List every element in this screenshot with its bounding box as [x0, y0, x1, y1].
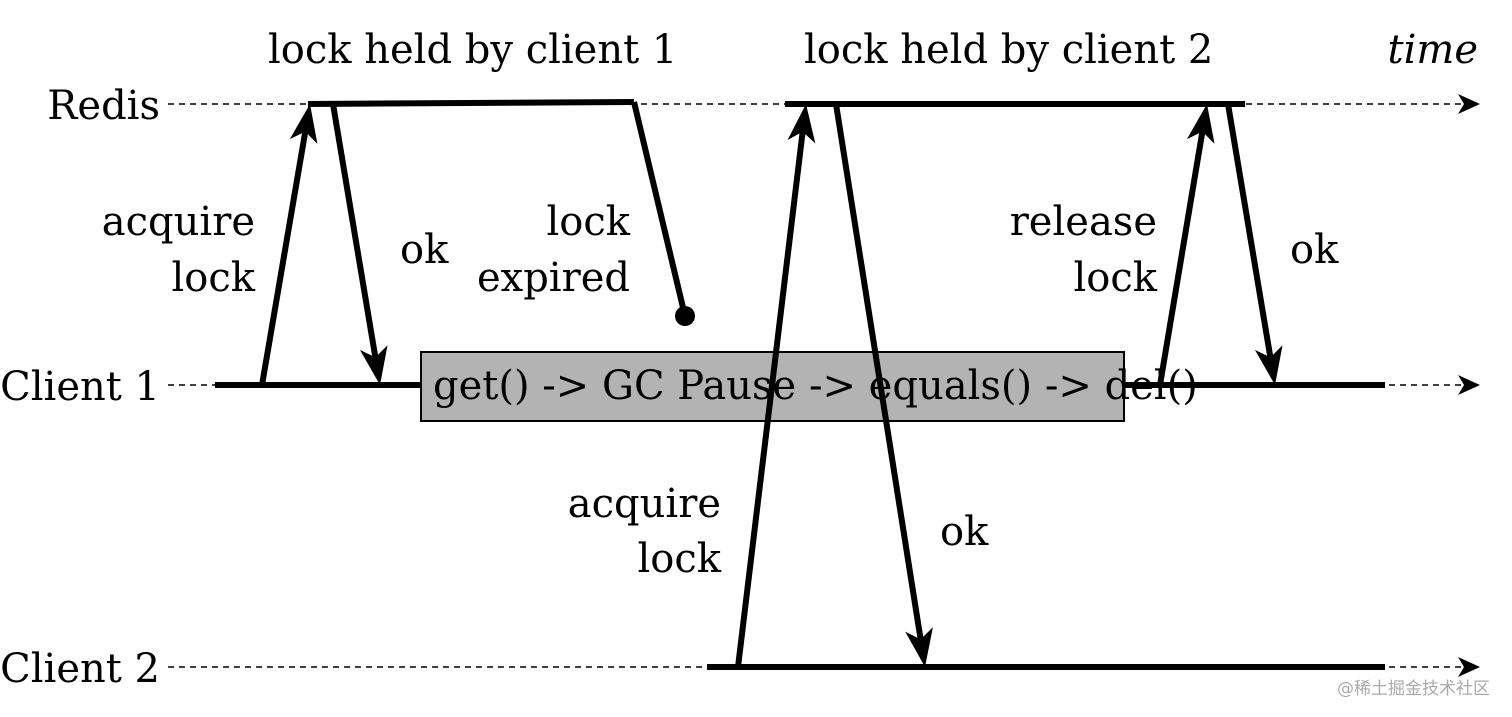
- acquire1-label: lock: [171, 255, 255, 301]
- release-label: release: [1010, 199, 1157, 245]
- expired-label: lock: [546, 199, 630, 245]
- lane-label-redis: Redis: [47, 83, 160, 129]
- header-lock2: lock held by client 2: [804, 27, 1213, 73]
- lock-expired-line: [631, 101, 688, 317]
- expired-label: expired: [477, 255, 630, 301]
- release-label: lock: [1073, 255, 1157, 301]
- lock-expired-dot: [675, 306, 695, 326]
- acquire2-arrowhead-icon: [787, 104, 816, 144]
- acquire1-arrowhead-icon: [289, 104, 318, 144]
- acquire2-arrow: [735, 131, 806, 668]
- acquire1-label: acquire: [102, 199, 255, 245]
- lane-label-client1: Client 1: [0, 364, 160, 410]
- time-arrowhead-icon: [1458, 375, 1480, 395]
- ok3-label: ok: [1290, 227, 1339, 273]
- ok1-arrowhead-icon: [359, 345, 388, 385]
- lane-label-client2: Client 2: [0, 646, 160, 692]
- watermark: @稀土掘金技术社区: [1337, 679, 1490, 699]
- redis-lock1-held: [307, 99, 635, 107]
- ok2-label: ok: [940, 509, 989, 555]
- release-arrowhead-icon: [1186, 104, 1215, 144]
- acquire2-label: acquire: [568, 481, 721, 527]
- acquire1-arrow: [259, 131, 309, 386]
- time-arrowhead-icon: [1458, 94, 1480, 114]
- header-lock1: lock held by client 1: [268, 27, 677, 73]
- header-time: time: [1388, 27, 1478, 73]
- ok1-arrow: [330, 103, 379, 358]
- acquire2-label: lock: [637, 536, 721, 582]
- ok3-arrowhead-icon: [1254, 345, 1283, 385]
- ok2-arrowhead-icon: [905, 627, 933, 667]
- ok1-label: ok: [400, 227, 449, 273]
- time-arrowhead-icon: [1458, 657, 1480, 677]
- release-arrow: [1157, 131, 1206, 386]
- ok3-arrow: [1225, 103, 1274, 358]
- ok2-arrow: [833, 103, 924, 640]
- gc-pause-text: get() -> GC Pause -> equals() -> del(): [433, 363, 1198, 409]
